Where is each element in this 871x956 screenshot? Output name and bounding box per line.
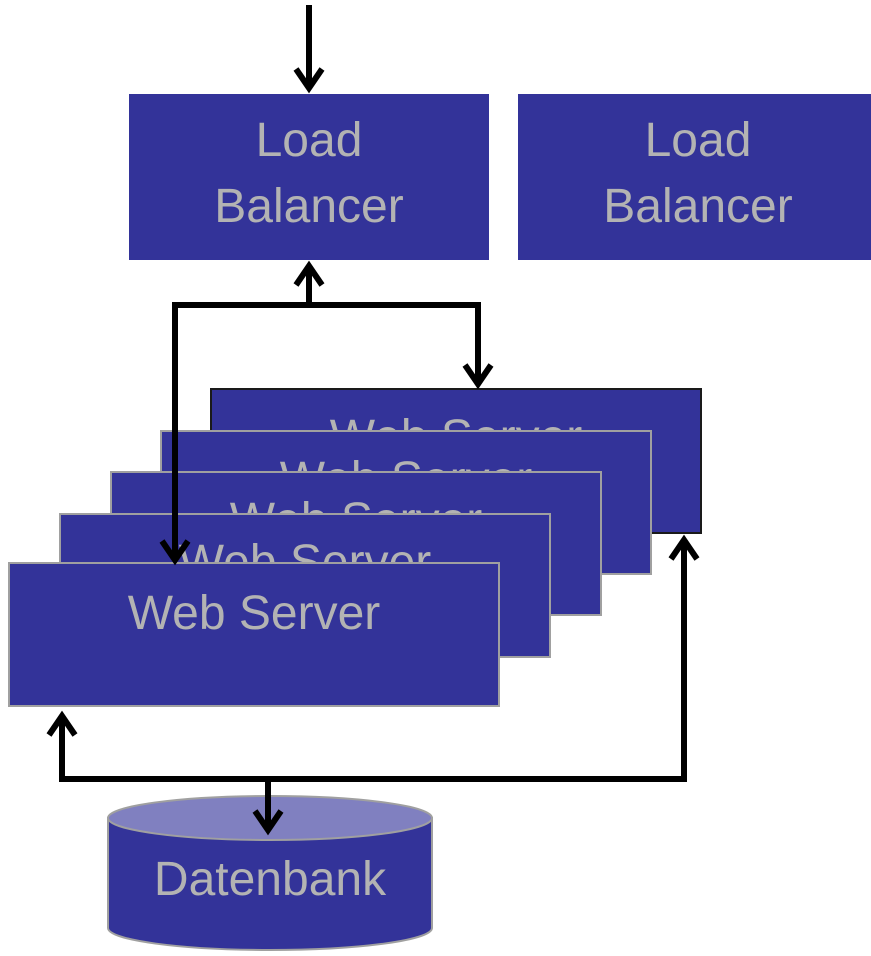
load-balancer-secondary: Load Balancer xyxy=(518,94,871,260)
web-server-1: Web Server xyxy=(8,562,500,707)
load-balancer-secondary-line1: Load xyxy=(644,114,752,167)
load-balancer-secondary-line2: Balancer xyxy=(603,180,793,233)
load-balancer-primary-line1: Load xyxy=(255,114,363,167)
load-balancer-primary: Load Balancer xyxy=(129,94,489,260)
load-balancer-primary-line2: Balancer xyxy=(214,180,404,233)
database-label: Datenbank xyxy=(153,853,387,906)
